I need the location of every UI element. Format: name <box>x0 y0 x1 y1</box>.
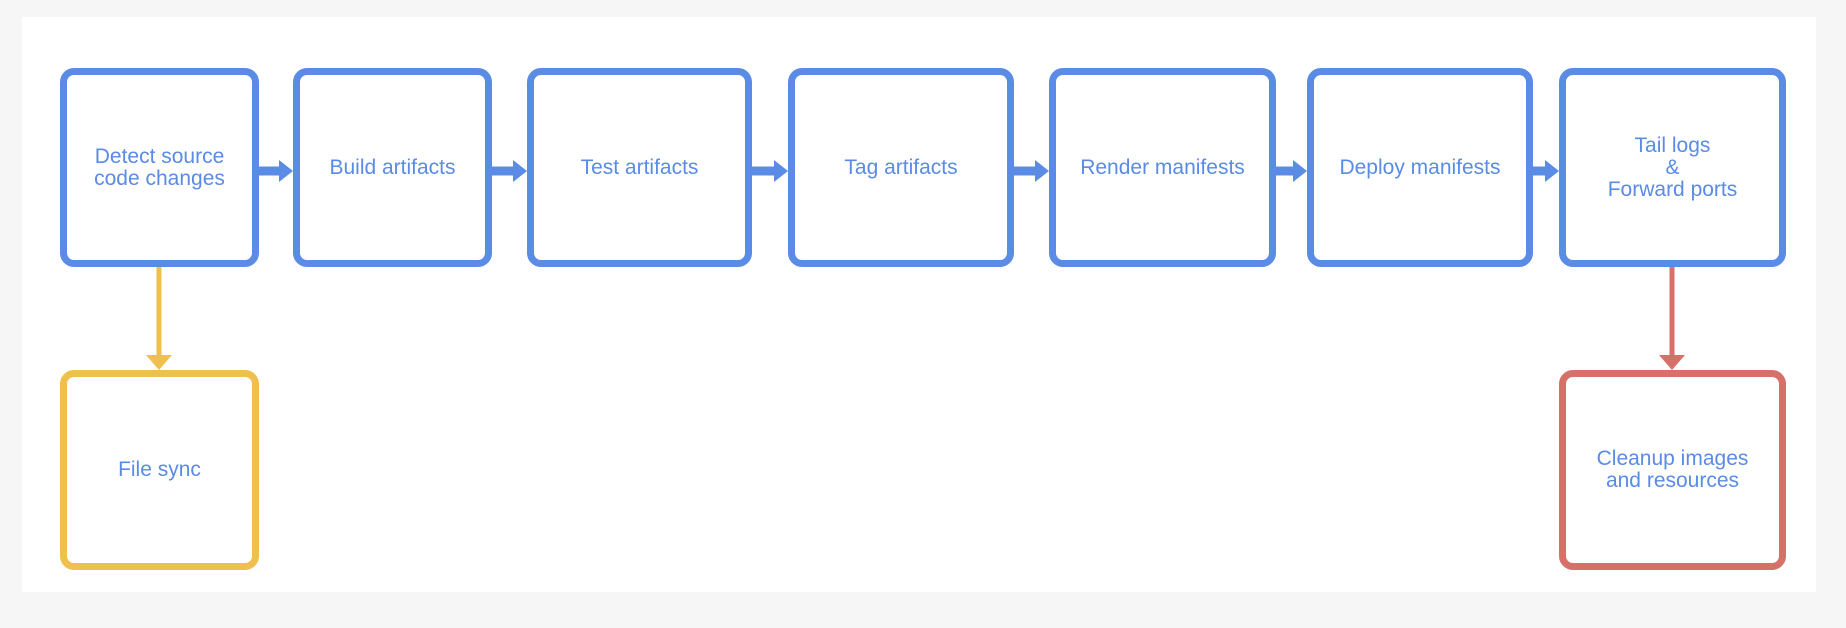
node-tail-logs-forward-ports: Tail logs & Forward ports <box>1559 68 1786 267</box>
node-test-artifacts: Test artifacts <box>527 68 752 267</box>
node-cleanup-images-and-resources: Cleanup images and resources <box>1559 370 1786 570</box>
node-tag-artifacts: Tag artifacts <box>788 68 1014 267</box>
node-file-sync: File sync <box>60 370 259 570</box>
node-deploy-manifests: Deploy manifests <box>1307 68 1533 267</box>
node-render-manifests: Render manifests <box>1049 68 1276 267</box>
node-detect-source-code-changes: Detect source code changes <box>60 68 259 267</box>
node-build-artifacts: Build artifacts <box>293 68 492 267</box>
